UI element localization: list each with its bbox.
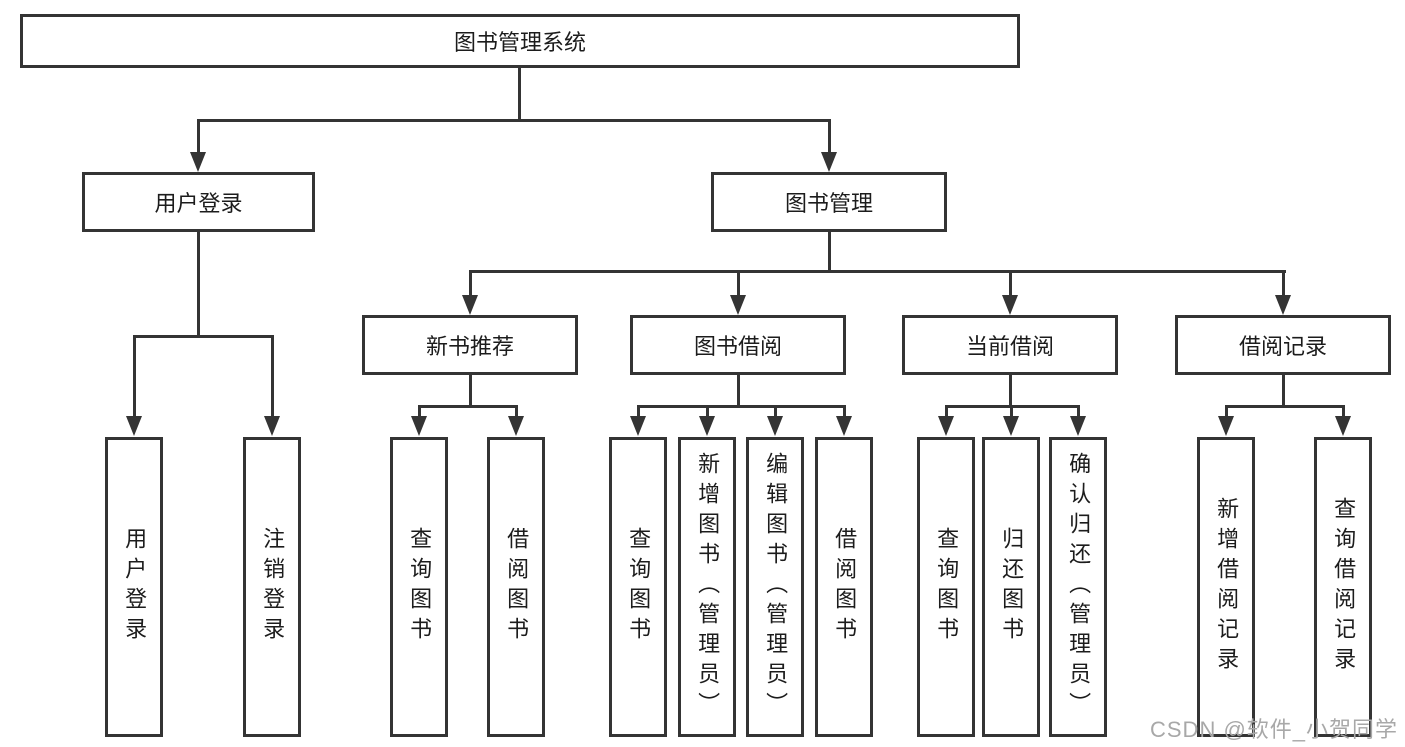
node-confirm-return-admin: 确认归还（管理员） <box>1049 437 1107 737</box>
connector-line <box>515 405 518 418</box>
node-label: 用户登录 <box>122 527 148 647</box>
arrowhead-down <box>462 295 478 315</box>
csdn-watermark: CSDN @软件_小贺同学 <box>1150 717 1399 742</box>
node-label: 编辑图书（管理员） <box>763 452 789 722</box>
node-book-management-group: 图书管理 <box>711 172 947 232</box>
node-label: 查询借阅记录 <box>1331 497 1357 677</box>
node-query-borrow-record: 查询借阅记录 <box>1314 437 1372 737</box>
node-label: 图书借阅 <box>693 334 782 359</box>
connector-line <box>418 405 518 408</box>
connector-line <box>1225 405 1228 418</box>
node-label: 借阅记录 <box>1238 334 1327 359</box>
node-label: 归还图书 <box>999 527 1025 647</box>
node-label: 查询图书 <box>407 527 433 647</box>
connector-line <box>1282 373 1285 408</box>
connector-line <box>271 335 274 417</box>
node-label: 借阅图书 <box>832 527 858 647</box>
connector-line <box>518 66 521 120</box>
connector-line <box>418 405 421 418</box>
arrowhead-down <box>126 416 142 436</box>
node-label: 新书推荐 <box>425 334 514 359</box>
connector-line <box>637 405 640 418</box>
connector-line <box>1010 405 1013 418</box>
connector-line <box>774 405 777 418</box>
node-library-management-system: 图书管理系统 <box>20 14 1020 68</box>
connector-line <box>1282 270 1285 296</box>
arrowhead-down <box>821 152 837 172</box>
connector-line <box>706 405 709 418</box>
connector-line <box>197 230 200 336</box>
connector-line <box>469 270 1286 273</box>
node-borrow-books: 借阅图书 <box>815 437 873 737</box>
connector-line <box>737 270 740 296</box>
connector-line <box>197 119 831 122</box>
node-logout: 注销登录 <box>243 437 301 737</box>
connector-line <box>828 119 831 154</box>
arrowhead-down <box>1070 416 1086 436</box>
node-label: 图书管理系统 <box>453 30 586 55</box>
arrowhead-down <box>938 416 954 436</box>
node-borrowing-records: 借阅记录 <box>1175 315 1391 375</box>
connector-line <box>1077 405 1080 418</box>
arrowhead-down <box>264 416 280 436</box>
node-label: 查询图书 <box>934 527 960 647</box>
arrowhead-down <box>1218 416 1234 436</box>
node-label: 注销登录 <box>260 527 286 647</box>
node-query-books: 查询图书 <box>609 437 667 737</box>
connector-line <box>1009 373 1012 408</box>
arrowhead-down <box>730 295 746 315</box>
node-query-books: 查询图书 <box>390 437 448 737</box>
arrowhead-down <box>767 416 783 436</box>
arrowhead-down <box>508 416 524 436</box>
connector-line <box>843 405 846 418</box>
connector-line <box>828 230 831 272</box>
connector-line <box>737 373 740 408</box>
connector-line <box>1342 405 1345 418</box>
arrowhead-down <box>1003 416 1019 436</box>
node-return-books: 归还图书 <box>982 437 1040 737</box>
connector-line <box>637 405 846 408</box>
connector-line <box>197 119 200 154</box>
connector-line <box>133 335 136 417</box>
arrowhead-down <box>1275 295 1291 315</box>
arrowhead-down <box>630 416 646 436</box>
connector-line <box>469 373 472 408</box>
node-label: 用户登录 <box>154 191 243 216</box>
connector-line <box>945 405 948 418</box>
node-add-book-admin: 新增图书（管理员） <box>678 437 736 737</box>
node-label: 新增图书（管理员） <box>695 452 721 722</box>
node-label: 图书管理 <box>784 191 873 216</box>
node-current-borrowing: 当前借阅 <box>902 315 1118 375</box>
node-new-book-recommendation: 新书推荐 <box>362 315 578 375</box>
connector-line <box>133 335 274 338</box>
node-label: 确认归还（管理员） <box>1066 452 1092 722</box>
node-label: 当前借阅 <box>965 334 1054 359</box>
arrowhead-down <box>699 416 715 436</box>
node-edit-book-admin: 编辑图书（管理员） <box>746 437 804 737</box>
node-user-login: 用户登录 <box>105 437 163 737</box>
node-add-borrow-record: 新增借阅记录 <box>1197 437 1255 737</box>
connector-line <box>1225 405 1345 408</box>
node-label: 新增借阅记录 <box>1214 497 1240 677</box>
arrowhead-down <box>411 416 427 436</box>
connector-line <box>1009 270 1012 296</box>
node-query-books: 查询图书 <box>917 437 975 737</box>
arrowhead-down <box>836 416 852 436</box>
connector-line <box>469 270 472 296</box>
node-borrow-books: 借阅图书 <box>487 437 545 737</box>
node-book-borrowing: 图书借阅 <box>630 315 846 375</box>
node-user-login-group: 用户登录 <box>82 172 315 232</box>
node-label: 借阅图书 <box>504 527 530 647</box>
arrowhead-down <box>1002 295 1018 315</box>
arrowhead-down <box>190 152 206 172</box>
node-label: 查询图书 <box>626 527 652 647</box>
arrowhead-down <box>1335 416 1351 436</box>
